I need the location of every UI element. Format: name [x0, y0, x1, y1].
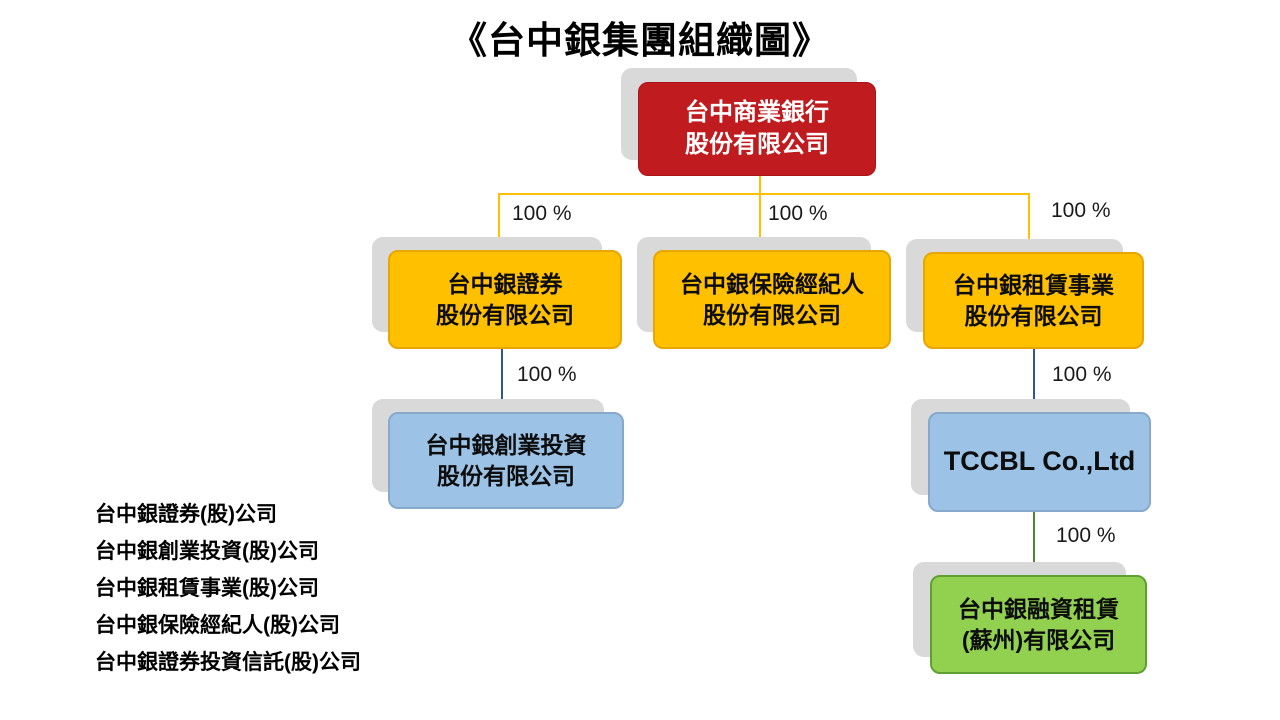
node-label-line1: 台中銀租賃事業: [953, 272, 1114, 299]
list-item: 台中銀租賃事業(股)公司: [95, 577, 319, 600]
page-title: 《台中銀集團組織圖》: [450, 20, 830, 61]
node-label-line2: 股份有限公司: [703, 301, 841, 328]
node-label-line1: 台中銀證券: [447, 271, 563, 298]
edge-drop-securities: [498, 193, 500, 245]
node-finance-leasing-suzhou: 台中銀融資租賃 (蘇州)有限公司: [930, 575, 1147, 674]
edge-trunk-horizontal: [498, 193, 1030, 195]
ownership-label-venture: 100 %: [517, 363, 577, 386]
list-item: 台中銀創業投資(股)公司: [95, 540, 319, 563]
edge-securities-venture: [501, 345, 503, 400]
edge-tccbl-finlease: [1033, 508, 1035, 562]
edge-drop-leasing: [1028, 193, 1030, 239]
node-insurance-broker: 台中銀保險經紀人 股份有限公司: [653, 250, 891, 349]
edge-leasing-tccbl: [1033, 345, 1035, 400]
ownership-label-finlease: 100 %: [1056, 524, 1116, 547]
node-taichung-commercial-bank: 台中商業銀行 股份有限公司: [638, 82, 876, 176]
subsidiary-list: 台中銀證券(股)公司 台中銀創業投資(股)公司 台中銀租賃事業(股)公司 台中銀…: [95, 503, 361, 688]
node-label-line2: 股份有限公司: [436, 301, 574, 328]
node-tccbl: TCCBL Co.,Ltd: [928, 412, 1151, 512]
node-label-line1: TCCBL Co.,Ltd: [943, 446, 1136, 477]
node-venture-capital: 台中銀創業投資 股份有限公司: [388, 412, 624, 509]
ownership-label-insurance: 100 %: [768, 202, 828, 225]
node-label-line1: 台中銀融資租賃: [958, 596, 1119, 623]
node-label-line2: 股份有限公司: [685, 131, 829, 158]
node-label-line1: 台中銀保險經紀人: [680, 271, 864, 298]
node-label-line2: (蘇州)有限公司: [961, 626, 1116, 653]
node-label-line2: 股份有限公司: [964, 302, 1103, 329]
node-label-line1: 台中銀創業投資: [425, 432, 587, 459]
ownership-label-leasing: 100 %: [1051, 199, 1111, 222]
list-item: 台中銀證券投資信託(股)公司: [95, 651, 361, 674]
node-securities: 台中銀證券 股份有限公司: [388, 250, 622, 349]
edge-parent-trunk-vertical: [759, 174, 761, 238]
ownership-label-tccbl: 100 %: [1052, 363, 1112, 386]
list-item: 台中銀保險經紀人(股)公司: [95, 614, 340, 637]
ownership-label-securities: 100 %: [512, 202, 572, 225]
node-label-line1: 台中商業銀行: [685, 99, 829, 127]
list-item: 台中銀證券(股)公司: [95, 503, 277, 526]
node-leasing: 台中銀租賃事業 股份有限公司: [923, 252, 1144, 349]
node-label-line2: 股份有限公司: [437, 462, 575, 489]
